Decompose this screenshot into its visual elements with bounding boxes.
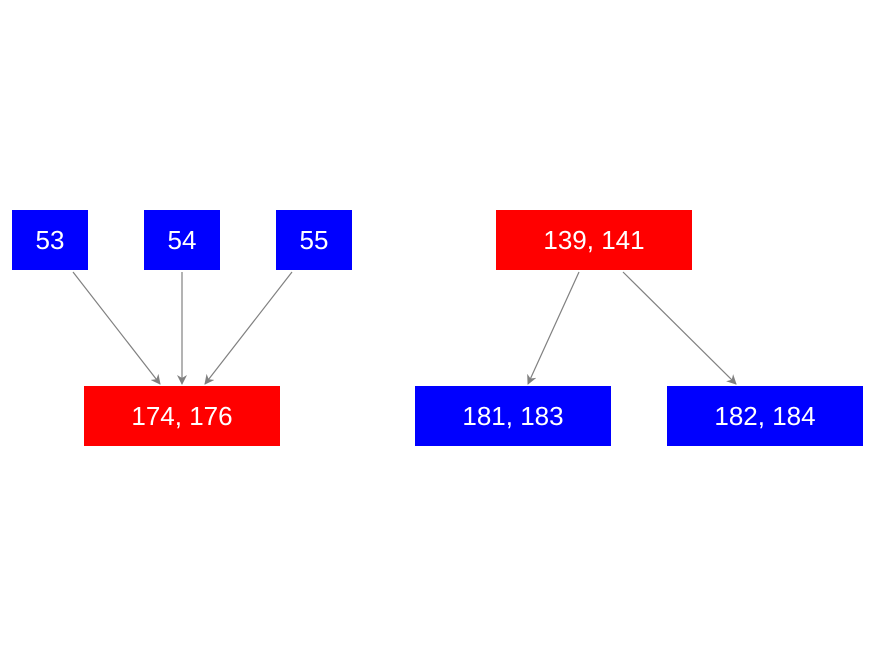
node-label: 55 bbox=[299, 224, 329, 255]
node-53: 53 bbox=[12, 210, 88, 270]
node-label: 54 bbox=[167, 224, 197, 255]
edge-139-141-to-182-184 bbox=[622, 271, 737, 385]
node-139-141: 139, 141 bbox=[496, 210, 692, 270]
node-label: 139, 141 bbox=[543, 224, 645, 255]
node-181-183: 181, 183 bbox=[415, 386, 611, 446]
node-174-176: 174, 176 bbox=[84, 386, 280, 446]
node-54: 54 bbox=[144, 210, 220, 270]
node-label: 53 bbox=[35, 224, 65, 255]
node-55: 55 bbox=[276, 210, 352, 270]
edge-139-141-to-181-183 bbox=[527, 271, 580, 385]
edge-55-to-174-176 bbox=[204, 271, 293, 385]
edge-53-to-174-176 bbox=[72, 271, 161, 385]
node-182-184: 182, 184 bbox=[667, 386, 863, 446]
node-label: 174, 176 bbox=[131, 400, 233, 431]
node-label: 182, 184 bbox=[714, 400, 816, 431]
node-label: 181, 183 bbox=[462, 400, 564, 431]
